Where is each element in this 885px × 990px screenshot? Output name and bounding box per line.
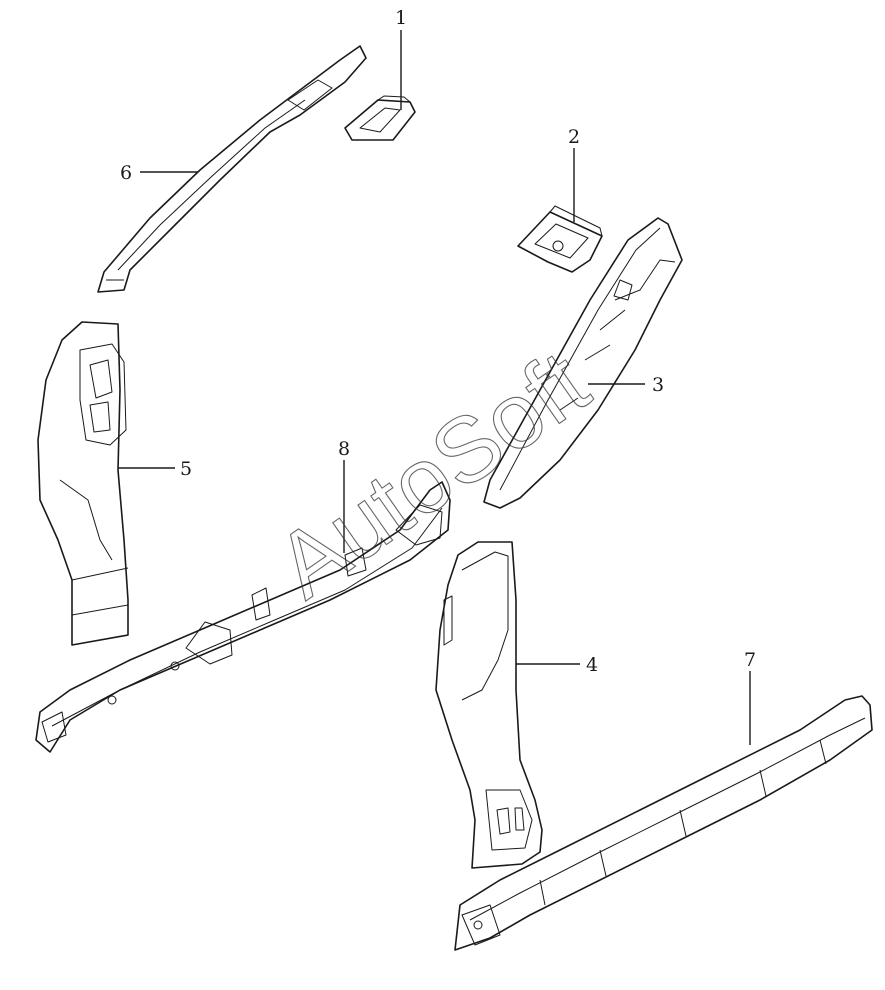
leader-lines — [118, 30, 751, 745]
callout-labels: 1 2 3 4 5 6 7 8 — [120, 7, 756, 676]
callout-7: 7 — [744, 649, 756, 671]
part-2-bracket — [517, 205, 603, 273]
watermark: AutoSoft — [258, 332, 606, 618]
part-6-roof-rail — [97, 45, 367, 293]
part-8-member — [35, 481, 451, 753]
callout-2: 2 — [568, 126, 580, 148]
part-5-pillar — [37, 321, 129, 646]
part-7-sill — [454, 695, 873, 951]
callout-4: 4 — [586, 654, 598, 676]
callout-8: 8 — [338, 438, 350, 460]
part-1-bracket — [344, 95, 416, 141]
callout-3: 3 — [652, 374, 664, 396]
callout-1: 1 — [395, 7, 407, 29]
part-4-pillar — [435, 541, 543, 869]
callout-5: 5 — [180, 458, 192, 480]
callout-6: 6 — [120, 162, 132, 184]
part-3-pillar — [483, 217, 683, 509]
